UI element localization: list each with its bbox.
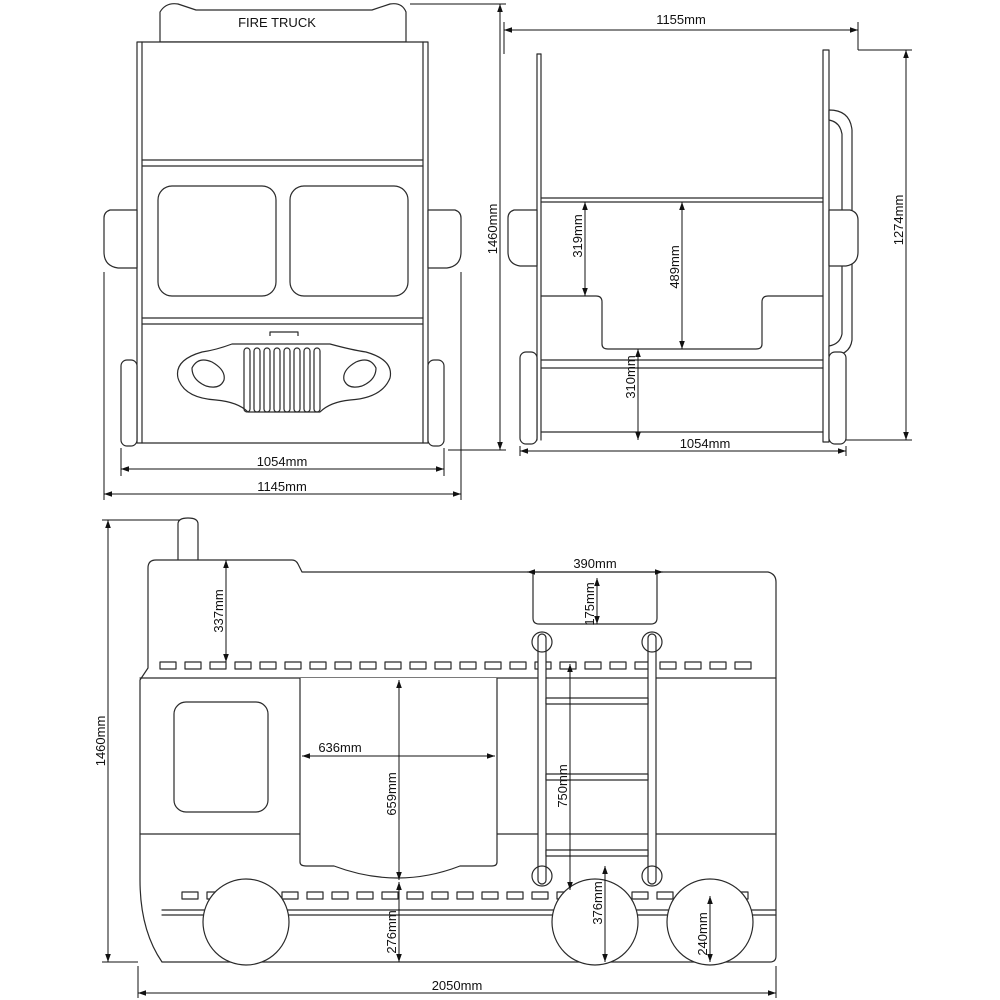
front-bumper-right bbox=[427, 209, 462, 269]
chimney bbox=[177, 517, 199, 560]
side-wheel-left bbox=[519, 351, 538, 445]
long-door-height-label: 659mm bbox=[384, 772, 399, 815]
side-bumper-right bbox=[828, 209, 859, 267]
front-height-label: 1460mm bbox=[485, 204, 500, 255]
front-wheel-left bbox=[120, 359, 138, 447]
long-base-height-label: 276mm bbox=[384, 910, 399, 953]
headlight-left bbox=[191, 359, 225, 388]
long-lower-clearance-label: 376mm bbox=[590, 881, 605, 924]
upper-slats bbox=[159, 661, 752, 670]
long-total-length-label: 2050mm bbox=[432, 978, 483, 993]
side-lower-height-label: 310mm bbox=[623, 355, 638, 398]
badge-title: FIRE TRUCK bbox=[238, 15, 316, 30]
side-front-panel bbox=[822, 49, 830, 443]
front-view: FIRE TRUCK bbox=[103, 3, 506, 500]
wheel-front bbox=[202, 878, 290, 966]
fire-truck-badge bbox=[159, 3, 407, 43]
long-ladder-height-label: 750mm bbox=[555, 764, 570, 807]
cab-window bbox=[173, 701, 269, 813]
top-window bbox=[532, 571, 658, 625]
wheel-middle bbox=[551, 878, 639, 966]
front-inner-width-label: 1054mm bbox=[257, 454, 308, 469]
side-cutout-height-label: 489mm bbox=[667, 245, 682, 288]
long-door-width-label: 636mm bbox=[318, 740, 361, 755]
long-view: 1460mm 337mm 390mm 175mm 636mm 659mm 276… bbox=[93, 517, 777, 998]
side-top-width-label: 1155mm bbox=[656, 12, 706, 27]
front-outer-width-label: 1145mm bbox=[257, 479, 307, 494]
front-bumper-left bbox=[103, 209, 138, 269]
side-rail-height-label: 319mm bbox=[570, 214, 585, 257]
side-bottom-width-label: 1054mm bbox=[680, 436, 731, 451]
front-wheel-right bbox=[427, 359, 445, 447]
front-window-right bbox=[289, 185, 409, 297]
side-rail bbox=[828, 109, 853, 357]
long-total-height-label: 1460mm bbox=[93, 716, 108, 767]
side-height-label: 1274mm bbox=[891, 195, 906, 246]
long-wheel-height-label: 240mm bbox=[695, 912, 710, 955]
ladder bbox=[531, 631, 663, 887]
side-view: 1155mm 319mm 489mm 310mm 1054mm 1274mm bbox=[503, 12, 912, 456]
grille-bars bbox=[243, 347, 321, 413]
long-window-height-label: 175mm bbox=[582, 582, 597, 625]
front-window-left bbox=[157, 185, 277, 297]
side-wheel-right bbox=[828, 351, 847, 445]
headlight-right bbox=[343, 359, 377, 388]
long-top-rail-label: 337mm bbox=[211, 589, 226, 632]
long-window-width-label: 390mm bbox=[573, 556, 616, 571]
side-bumper-left bbox=[507, 209, 538, 267]
grille-cap bbox=[269, 331, 299, 336]
